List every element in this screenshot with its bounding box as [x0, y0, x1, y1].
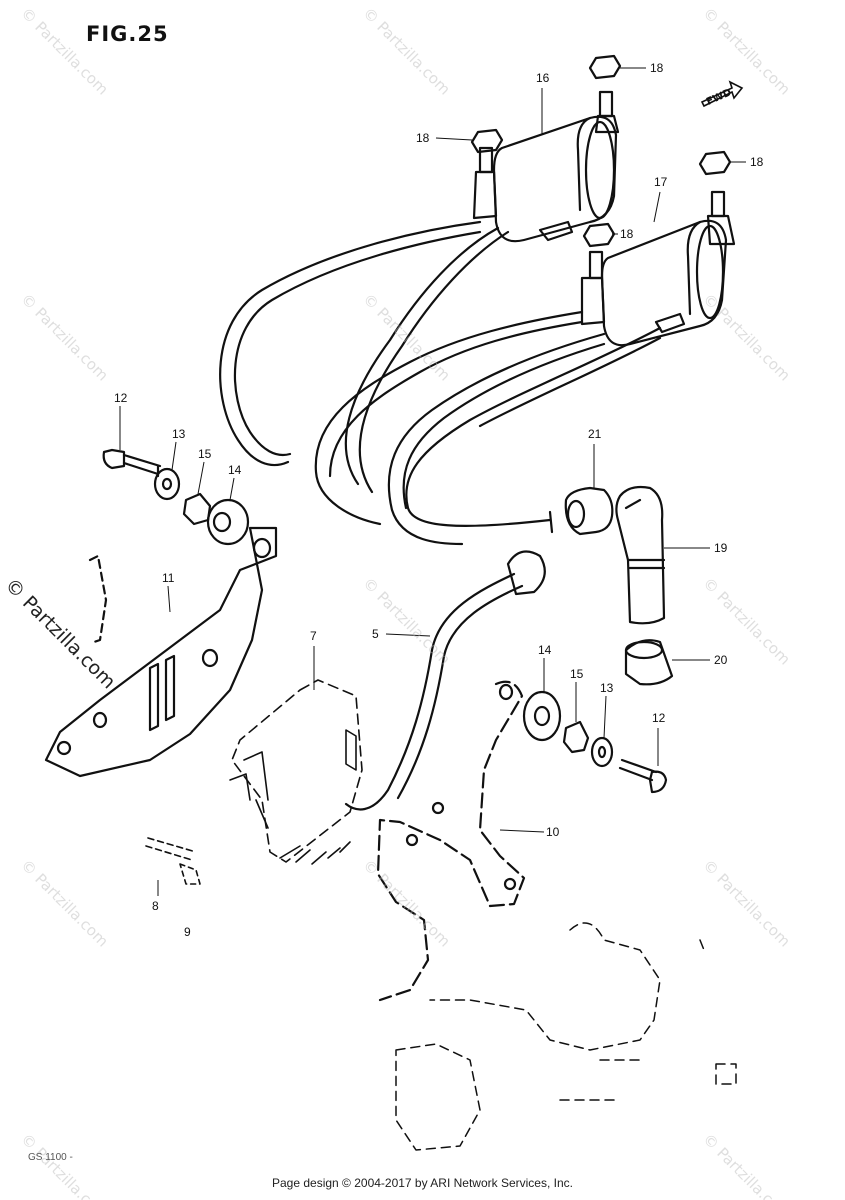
callout-12-upper[interactable]: 12 [114, 391, 128, 405]
callout-15-upper[interactable]: 15 [198, 447, 212, 461]
coil-bracket-11[interactable] [44, 526, 278, 778]
callout-18a[interactable]: 18 [650, 61, 664, 75]
callout-8[interactable]: 8 [152, 899, 159, 913]
callout-17[interactable]: 17 [654, 175, 668, 189]
page-footer: Page design © 2004-2017 by ARI Network S… [271, 1176, 573, 1190]
callout-18d[interactable]: 18 [620, 227, 634, 241]
bracket-10[interactable] [376, 680, 526, 1002]
callout-18c[interactable]: 18 [750, 155, 764, 169]
ignition-coil-17[interactable] [580, 190, 736, 347]
cap-21[interactable] [564, 486, 614, 536]
drawing-code: GS 1100 - [28, 1152, 73, 1163]
callout-12-lower[interactable]: 12 [652, 711, 666, 725]
igniter-unit-7[interactable] [229, 679, 363, 865]
callout-5[interactable]: 5 [372, 627, 379, 641]
part-8 [145, 837, 201, 885]
grommet-14-upper[interactable] [206, 498, 250, 546]
callout-15-lower[interactable]: 15 [570, 667, 584, 681]
callout-7[interactable]: 7 [310, 629, 317, 643]
grommet-14-lower[interactable] [522, 690, 562, 742]
nut-18-set[interactable] [470, 54, 732, 248]
bolt-12-lower[interactable] [618, 758, 668, 794]
spacer-15-lower[interactable] [562, 720, 590, 754]
callout-18b[interactable]: 18 [416, 131, 430, 145]
washer-13-upper[interactable] [153, 467, 181, 501]
callout-13-lower[interactable]: 13 [600, 681, 614, 695]
frame-outline [395, 922, 737, 1151]
callout-21[interactable]: 21 [588, 427, 602, 441]
forward-arrow-icon [700, 80, 744, 108]
figure-title: FIG.25 [86, 22, 169, 46]
callout-19[interactable]: 19 [714, 541, 728, 555]
callout-10[interactable]: 10 [546, 825, 560, 839]
callout-9[interactable]: 9 [184, 925, 191, 939]
callout-14-lower[interactable]: 14 [538, 643, 552, 657]
callout-16[interactable]: 16 [536, 71, 550, 85]
high-tension-leads [219, 220, 662, 546]
callout-11[interactable]: 11 [162, 571, 175, 585]
callout-14-upper[interactable]: 14 [228, 463, 242, 477]
ignition-coil-16[interactable] [472, 90, 620, 243]
seal-20[interactable] [624, 639, 674, 686]
lead-wire-5[interactable] [344, 550, 546, 811]
callout-20[interactable]: 20 [714, 653, 728, 667]
washer-13-lower[interactable] [590, 736, 614, 768]
callout-13-upper[interactable]: 13 [172, 427, 186, 441]
spark-plug-cap-19[interactable] [615, 485, 666, 625]
